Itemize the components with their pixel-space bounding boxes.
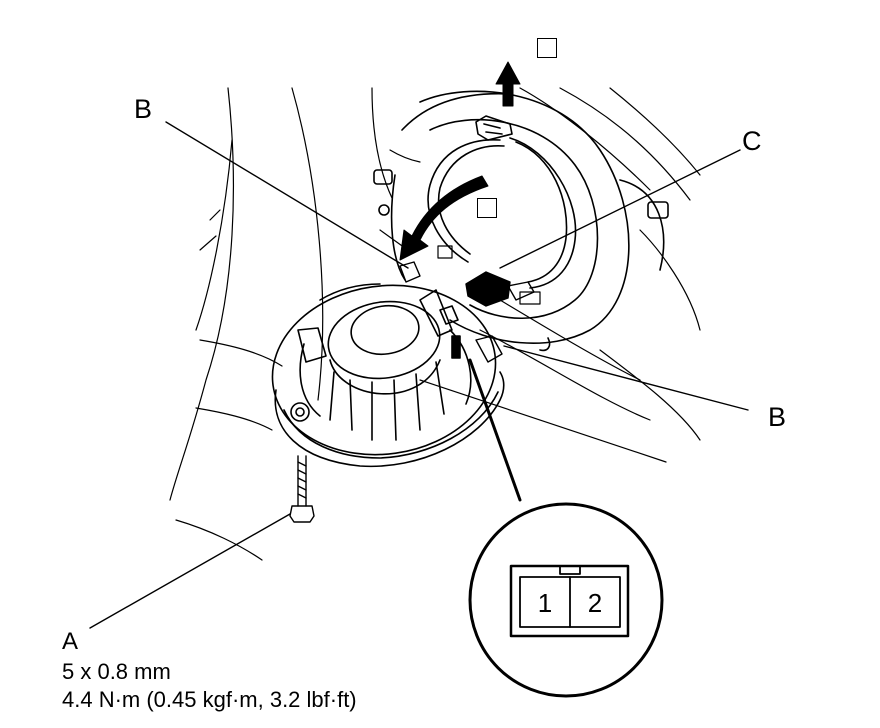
fastener-torque: 4.4 N·m (0.45 kgf·m, 3.2 lbf·ft) bbox=[62, 687, 357, 712]
arrow-rotate bbox=[399, 175, 489, 261]
step-marker-box-middle bbox=[477, 198, 497, 218]
callout-b-right: B bbox=[768, 402, 787, 432]
fastener-size: 5 x 0.8 mm bbox=[62, 659, 171, 684]
leader-lines bbox=[89, 121, 749, 629]
wire-harness bbox=[427, 115, 577, 289]
door-panel-contours bbox=[169, 87, 701, 561]
callout-c: C bbox=[742, 126, 762, 156]
bolt bbox=[289, 455, 315, 523]
speaker bbox=[271, 261, 505, 468]
connector-pin-1: 1 bbox=[538, 588, 552, 618]
harness-connector bbox=[437, 245, 541, 307]
step-marker-box-top bbox=[537, 38, 557, 58]
arrow-pull-up bbox=[495, 61, 521, 107]
callout-b-left: B bbox=[134, 94, 153, 124]
connector-pin-2: 2 bbox=[588, 588, 602, 618]
callout-a: A bbox=[62, 628, 79, 655]
connector-detail-callout bbox=[468, 358, 664, 698]
